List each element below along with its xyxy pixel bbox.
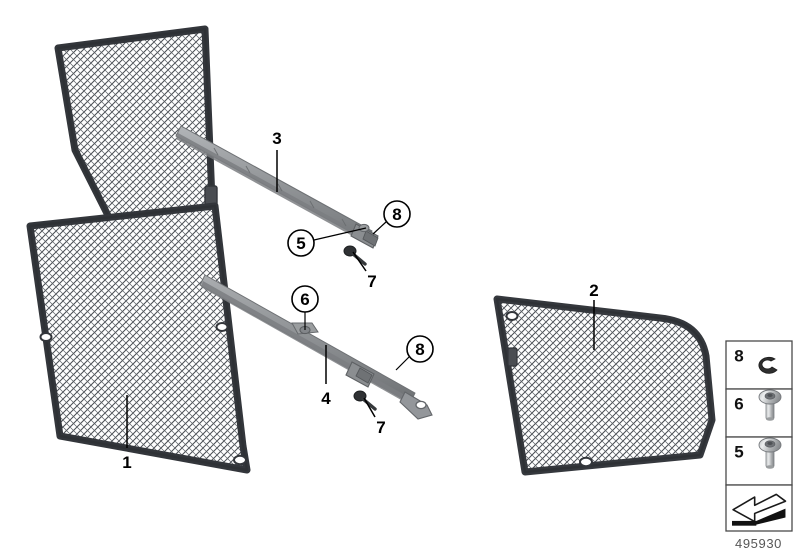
rail-ribs-upper [213, 147, 347, 227]
callout-label: 1 [122, 453, 131, 472]
legend-item-number: 5 [734, 443, 743, 462]
callout-label: 6 [300, 290, 309, 309]
callout-label: 8 [392, 205, 401, 224]
callout-label: 7 [376, 418, 385, 437]
mounting-rail-lower [199, 274, 433, 420]
panel-tab-icon [507, 347, 518, 367]
rail-shadow-upper [176, 133, 369, 244]
mounting-rail-upper [175, 125, 379, 266]
bolt-7-lower-icon [353, 390, 377, 411]
callout-label: 3 [272, 129, 281, 148]
callout-label: 2 [589, 281, 598, 300]
callout-part-4: 4 [321, 345, 331, 408]
panel-frame-right [495, 297, 714, 474]
direction-arrow-icon [732, 493, 787, 526]
legend-row-arrow [725, 484, 793, 532]
callout-label: 8 [415, 340, 424, 359]
legend-row-8: 8 [725, 340, 793, 390]
callout-leader-line [352, 251, 367, 272]
mounting-hole-icon [39, 332, 53, 342]
callout-leader-line [313, 227, 367, 241]
callout-part-8-lower: 8 [395, 335, 434, 371]
callout-leader-line [395, 356, 410, 371]
callout-leader-line [372, 221, 387, 235]
legend-row-5: 5 [725, 436, 793, 486]
legend-row-6: 6 [725, 388, 793, 438]
callout-part-2: 2 [589, 281, 599, 350]
grille-panel-right [493, 295, 716, 476]
mounting-hole-icon [233, 454, 247, 466]
callout-part-8-upper: 8 [372, 200, 411, 235]
callout-label: 5 [296, 234, 305, 253]
callout-circle [287, 229, 315, 257]
grille-panel-lower-left [26, 202, 251, 474]
callout-label: 4 [321, 389, 331, 408]
legend-panel: 8 6 5 [725, 340, 793, 532]
callout-part-3: 3 [272, 129, 282, 192]
button-screw-icon [758, 389, 782, 421]
callout-layer: 1 2 3 4 5 6 7 7 8 8 [122, 129, 598, 472]
mounting-hole-icon [505, 311, 519, 321]
callout-circle [383, 200, 411, 228]
mounting-hole-icon [579, 456, 593, 468]
callout-part-1: 1 [122, 395, 132, 472]
panel-mesh-right [493, 295, 716, 476]
lock-washer-icon [758, 356, 778, 374]
callout-leader-line [363, 397, 376, 418]
callout-part-7-upper: 7 [352, 251, 377, 291]
rail-clamp-upper [362, 230, 379, 247]
callout-part-6: 6 [291, 285, 319, 330]
callout-part-7-lower: 7 [363, 397, 386, 437]
legend-item-number: 6 [734, 395, 743, 414]
callout-label: 7 [367, 272, 376, 291]
mounting-hole-icon [415, 400, 427, 410]
callout-circle [291, 285, 319, 313]
panel-mesh-lower-left [26, 202, 251, 474]
legend-item-number: 8 [734, 347, 743, 366]
diagram-id: 495930 [735, 536, 782, 551]
callout-circle [406, 335, 434, 363]
button-screw-icon [758, 437, 782, 469]
callout-part-5: 5 [287, 227, 367, 257]
mounting-hole-icon [215, 322, 229, 332]
rail-clamp-inner-lower [355, 367, 373, 384]
